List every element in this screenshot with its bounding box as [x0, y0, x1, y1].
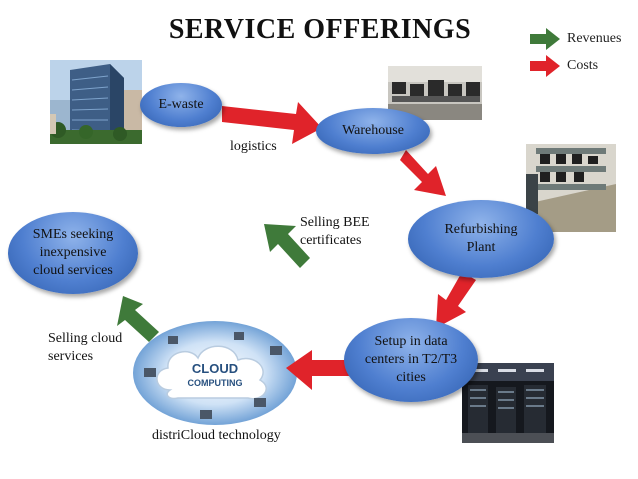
- revenue-arrow-selling-cloud: [117, 296, 159, 342]
- districloud-label: distriCloud technology: [152, 428, 281, 443]
- node-refurbishing-label: Refurbishing Plant: [444, 222, 518, 255]
- cost-arrow-icon: [530, 55, 560, 77]
- node-data-centers: Setup in data centers in T2/T3 cities: [344, 318, 478, 402]
- revenue-arrow-bee-certificates: [264, 224, 310, 268]
- selling-cloud-label: Selling cloud services: [48, 331, 123, 364]
- revenue-arrow-icon: [530, 28, 560, 50]
- page-title: SERVICE OFFERINGS: [168, 14, 472, 45]
- legend-costs: Costs: [567, 58, 599, 73]
- node-warehouse-label: Warehouse: [342, 123, 404, 138]
- building-photo: [50, 60, 142, 144]
- node-data-centers-label: Setup in data centers in T2/T3 cities: [364, 334, 458, 385]
- refurbishing-photo: [526, 144, 616, 232]
- node-ewaste-label: E-waste: [158, 97, 204, 112]
- cost-arrow-plant-to-datacenter: [436, 272, 476, 328]
- node-warehouse: Warehouse: [316, 108, 430, 154]
- cloud-computing-graphic: [133, 321, 297, 425]
- cloud-logo-line2: COMPUTING: [187, 378, 243, 388]
- bee-certificates-label: Selling BEE certificates: [300, 215, 370, 248]
- datacenter-photo: [462, 363, 554, 443]
- logistics-label: logistics: [230, 139, 277, 154]
- legend-revenues: Revenues: [567, 31, 622, 46]
- cost-arrow-warehouse-to-plant: [400, 150, 446, 196]
- node-smes: SMEs seeking inexpensive cloud services: [8, 212, 138, 294]
- cloud-logo-line1: CLOUD: [191, 361, 239, 376]
- cost-arrow-ewaste-to-warehouse: [222, 102, 322, 144]
- node-smes-label: SMEs seeking inexpensive cloud services: [32, 227, 114, 278]
- cost-arrow-datacenter-to-cloud: [286, 350, 358, 390]
- node-refurbishing-plant: Refurbishing Plant: [408, 200, 554, 278]
- node-ewaste: E-waste: [140, 83, 222, 127]
